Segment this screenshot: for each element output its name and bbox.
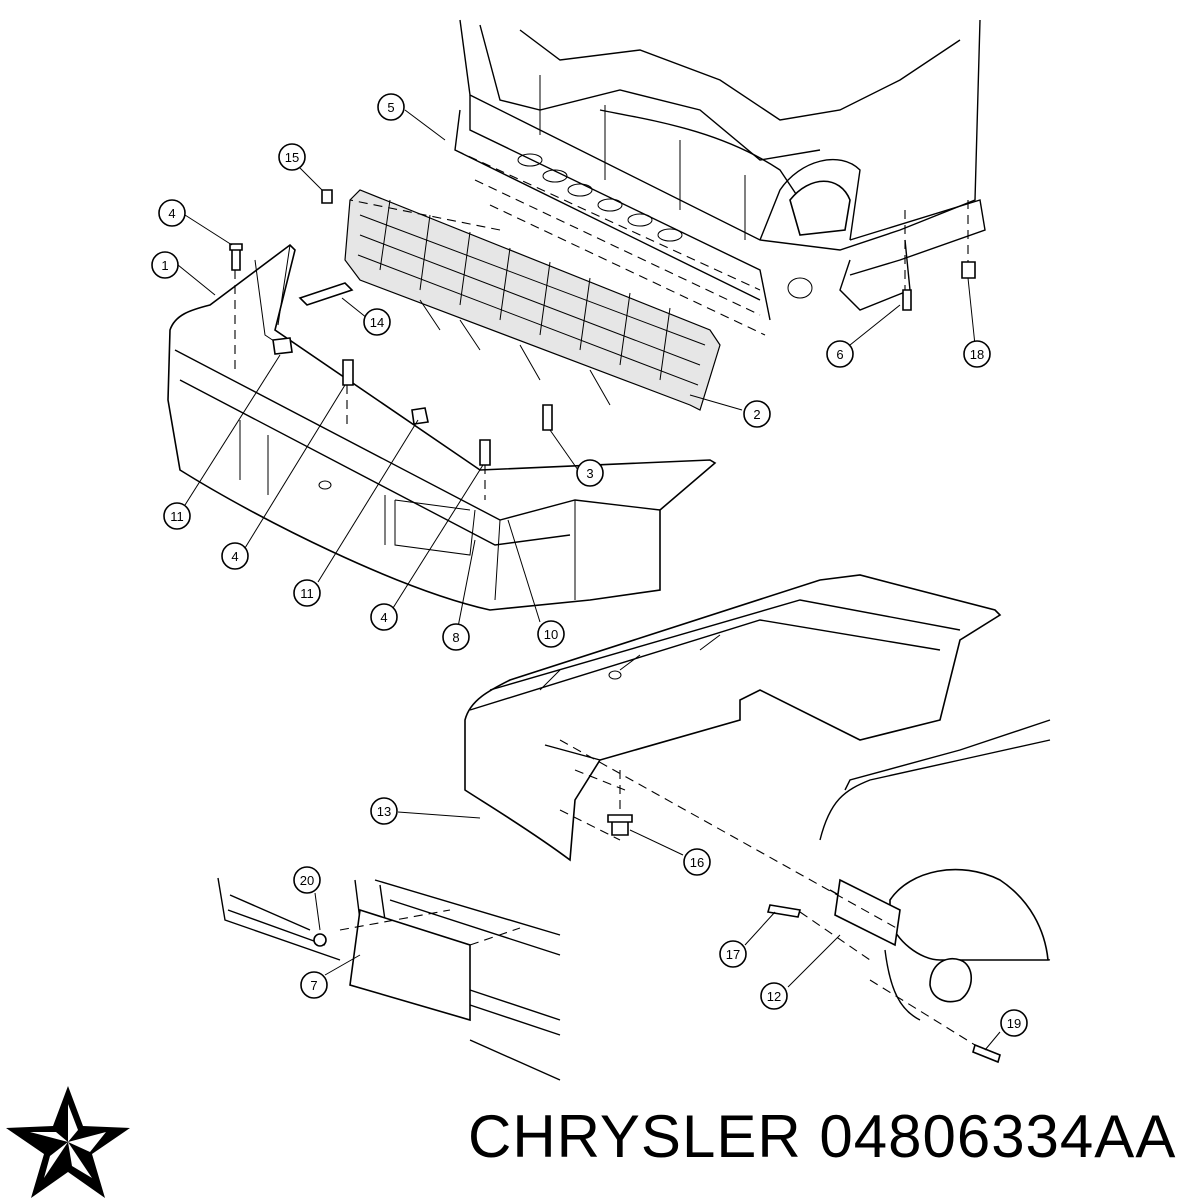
callout-10: 10	[537, 620, 565, 648]
callout-13: 13	[370, 797, 398, 825]
callout-18: 18	[963, 340, 991, 368]
svg-text:18: 18	[970, 347, 984, 362]
svg-text:19: 19	[1007, 1016, 1021, 1031]
callout-11-left: 11	[163, 502, 191, 530]
callout-11-mid: 11	[293, 579, 321, 607]
svg-text:15: 15	[285, 150, 299, 165]
svg-text:3: 3	[586, 466, 593, 481]
callout-16: 16	[683, 848, 711, 876]
callout-15: 15	[278, 143, 306, 171]
svg-text:1: 1	[161, 258, 168, 273]
energy-absorber	[344, 189, 721, 411]
svg-text:14: 14	[370, 315, 384, 330]
license-plate-area	[217, 877, 561, 1081]
brand-name: CHRYSLER	[468, 1103, 802, 1170]
callouts: 4 1 5 15 14 2 3 6 18 11 4 11 4 8 10 13 1…	[151, 93, 1028, 1037]
svg-text:11: 11	[300, 586, 314, 601]
svg-text:12: 12	[767, 989, 781, 1004]
leader-lines	[177, 109, 1001, 1051]
callout-3: 3	[576, 459, 604, 487]
part-number: 04806334AA	[819, 1103, 1177, 1170]
callout-19: 19	[1000, 1009, 1028, 1037]
svg-text:20: 20	[300, 873, 314, 888]
quarter-panel	[819, 719, 1051, 1021]
bracket-plate	[298, 282, 354, 306]
svg-text:10: 10	[544, 627, 558, 642]
svg-text:4: 4	[231, 549, 238, 564]
callout-4-mid: 4	[221, 542, 249, 570]
svg-text:16: 16	[690, 855, 704, 870]
svg-text:13: 13	[377, 804, 391, 819]
callout-12: 12	[760, 982, 788, 1010]
part-number-caption: CHRYSLER 04806334AA	[468, 1102, 1176, 1171]
svg-text:2: 2	[753, 407, 760, 422]
bumper-fascia-upper	[167, 243, 717, 611]
svg-text:6: 6	[836, 347, 843, 362]
bumper-assembled	[464, 574, 1002, 862]
svg-text:8: 8	[452, 630, 459, 645]
callout-4-low: 4	[370, 603, 398, 631]
callout-1: 1	[151, 251, 179, 279]
callout-4-top: 4	[158, 199, 186, 227]
pins	[607, 770, 1001, 1064]
pentastar-logo	[6, 1086, 130, 1198]
svg-text:7: 7	[310, 978, 317, 993]
svg-text:17: 17	[726, 947, 740, 962]
svg-text:4: 4	[168, 206, 175, 221]
callout-2: 2	[743, 400, 771, 428]
fasteners	[229, 189, 976, 466]
callout-7: 7	[300, 971, 328, 999]
svg-text:4: 4	[380, 610, 387, 625]
svg-text:11: 11	[170, 509, 184, 524]
callout-6: 6	[826, 340, 854, 368]
alignment-lines	[234, 149, 976, 1046]
callout-14: 14	[363, 308, 391, 336]
callout-8: 8	[442, 623, 470, 651]
callout-5: 5	[377, 93, 405, 121]
callout-17: 17	[719, 940, 747, 968]
callout-20: 20	[293, 866, 321, 894]
svg-text:5: 5	[387, 100, 394, 115]
